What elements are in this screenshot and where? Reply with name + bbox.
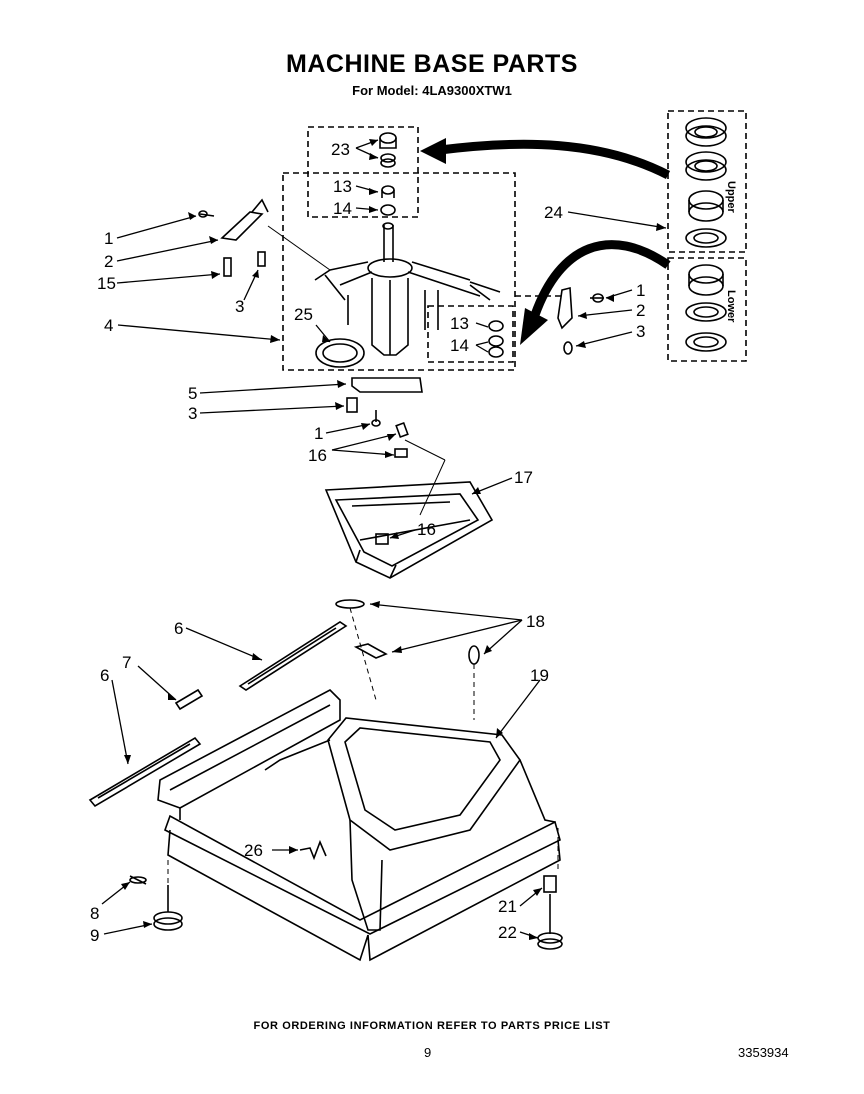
callout-25: 25 [294,305,313,324]
callout-24: 24 [544,203,563,222]
callout-6-top: 6 [174,619,183,638]
box-top-bearing [307,126,419,218]
callout-17: 17 [514,468,533,487]
box-side-bearing [427,305,514,363]
callout-5: 5 [188,384,197,403]
callout-16-frame: 16 [417,520,436,539]
callout-2-right: 2 [636,301,645,320]
callout-14-top: 14 [333,199,352,218]
callout-13-side: 13 [450,314,469,333]
side-rail-top [238,621,348,691]
arrow-lower-kit [530,240,671,317]
page-title: MACHINE BASE PARTS [286,50,578,78]
machine-base [157,689,561,962]
callout-26: 26 [244,841,263,860]
model-subtitle: For Model: 4LA9300XTW1 [352,83,512,98]
callout-8: 8 [90,904,99,923]
callout-21: 21 [498,897,517,916]
callout-2-top-left: 2 [104,252,113,271]
lower-bearing-rings [685,264,727,352]
side-rail-bottom [88,736,202,808]
ordering-footer: FOR ORDERING INFORMATION REFER TO PARTS … [253,1020,611,1032]
callout-15: 15 [97,274,116,293]
callout-18: 18 [526,612,545,631]
arrow-upper-kit [439,139,671,180]
callout-6-bottom: 6 [100,666,109,685]
box-lower-kit [667,257,747,362]
callout-7: 7 [122,653,131,672]
callout-3-lower: 3 [188,404,197,423]
callout-22: 22 [498,923,517,942]
callout-23: 23 [331,140,350,159]
page-number: 9 [424,1045,432,1060]
callout-3-right: 3 [636,322,645,341]
callout-19: 19 [530,666,549,685]
callout-14-side: 14 [450,336,469,355]
box-mechanism [282,172,516,371]
callout-13-top: 13 [333,177,352,196]
callout-1-top-left: 1 [104,229,113,248]
callout-9: 9 [90,926,99,945]
callout-16-top: 16 [308,446,327,465]
callout-3-top-left: 3 [235,297,244,316]
callout-1-right: 1 [636,281,645,300]
upper-kit-label: Upper [725,181,737,214]
clamp-ring [315,338,365,368]
callout-1-lower: 1 [314,424,323,443]
document-number: 3353934 [738,1045,789,1060]
upper-bearing-rings [685,117,727,248]
callout-4: 4 [104,316,113,335]
lower-kit-label: Lower [725,290,737,323]
frame-17 [324,481,494,579]
transmission-mechanism [314,222,501,356]
